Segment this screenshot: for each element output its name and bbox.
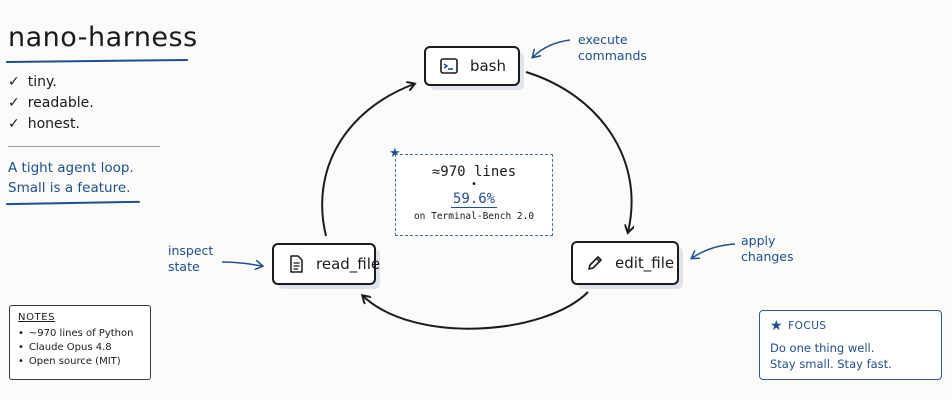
check-icon: ✓ — [8, 95, 20, 111]
terminal-icon — [438, 55, 460, 77]
tagline: A tight agent loop. Small is a feature. — [8, 158, 134, 198]
arrow-inspect-annotation — [221, 262, 262, 266]
arrow-apply-annotation — [692, 243, 736, 258]
bash-node: bash — [424, 46, 520, 86]
check-icon: ✓ — [8, 74, 20, 90]
tagline-line: Small is a feature. — [8, 180, 131, 196]
checklist: ✓tiny. ✓readable. ✓honest. — [8, 72, 94, 135]
line-count: ≈970 lines — [431, 164, 517, 180]
read-file-label: read_file — [316, 255, 381, 273]
divider — [8, 146, 160, 147]
edit-file-node: edit_file — [571, 241, 679, 285]
apply-annotation: apply changes — [741, 233, 794, 264]
notes-item: Open source (MIT) — [18, 355, 142, 369]
check-item: ✓tiny. — [8, 72, 94, 93]
star-icon: ★ — [389, 146, 401, 161]
execute-annotation: execute commands — [578, 32, 647, 63]
page-title: nano-harness — [8, 22, 198, 53]
inspect-annotation: inspect state — [168, 243, 214, 274]
bash-label: bash — [469, 57, 506, 75]
arrow-execute-annotation — [533, 39, 571, 57]
focus-line: Stay small. Stay fast. — [770, 357, 892, 371]
arrow-edit-to-read — [363, 291, 589, 330]
pencil-icon — [585, 252, 605, 274]
notes-item: Claude Opus 4.8 — [18, 341, 142, 355]
tagline-line: A tight agent loop. — [8, 160, 134, 176]
benchmark-score: 59.6% — [450, 191, 498, 208]
focus-line: Do one thing well. — [770, 341, 875, 355]
stats-separator: • — [470, 179, 478, 190]
notes-item: ~970 lines of Python — [18, 327, 142, 341]
notes-heading: NOTES — [18, 312, 56, 323]
arrow-bash-to-edit — [525, 71, 632, 232]
focus-heading: ★ FOCUS — [770, 318, 827, 334]
document-icon — [286, 253, 306, 275]
read-file-node: read_file — [272, 243, 380, 285]
check-item: ✓readable. — [8, 93, 94, 114]
benchmark-name: on Terminal-Bench 2.0 — [413, 211, 535, 222]
notes-box: NOTES ~970 lines of Python Claude Opus 4… — [9, 305, 151, 380]
focus-box: ★ FOCUS Do one thing well. Stay small. S… — [759, 310, 942, 380]
check-icon: ✓ — [8, 116, 20, 132]
edit-file-label: edit_file — [615, 254, 675, 272]
stats-box: ≈970 lines • 59.6% on Terminal-Bench 2.0 — [395, 154, 553, 236]
arrow-read-to-bash — [321, 84, 414, 237]
star-icon: ★ — [770, 318, 784, 334]
check-item: ✓honest. — [8, 114, 94, 135]
